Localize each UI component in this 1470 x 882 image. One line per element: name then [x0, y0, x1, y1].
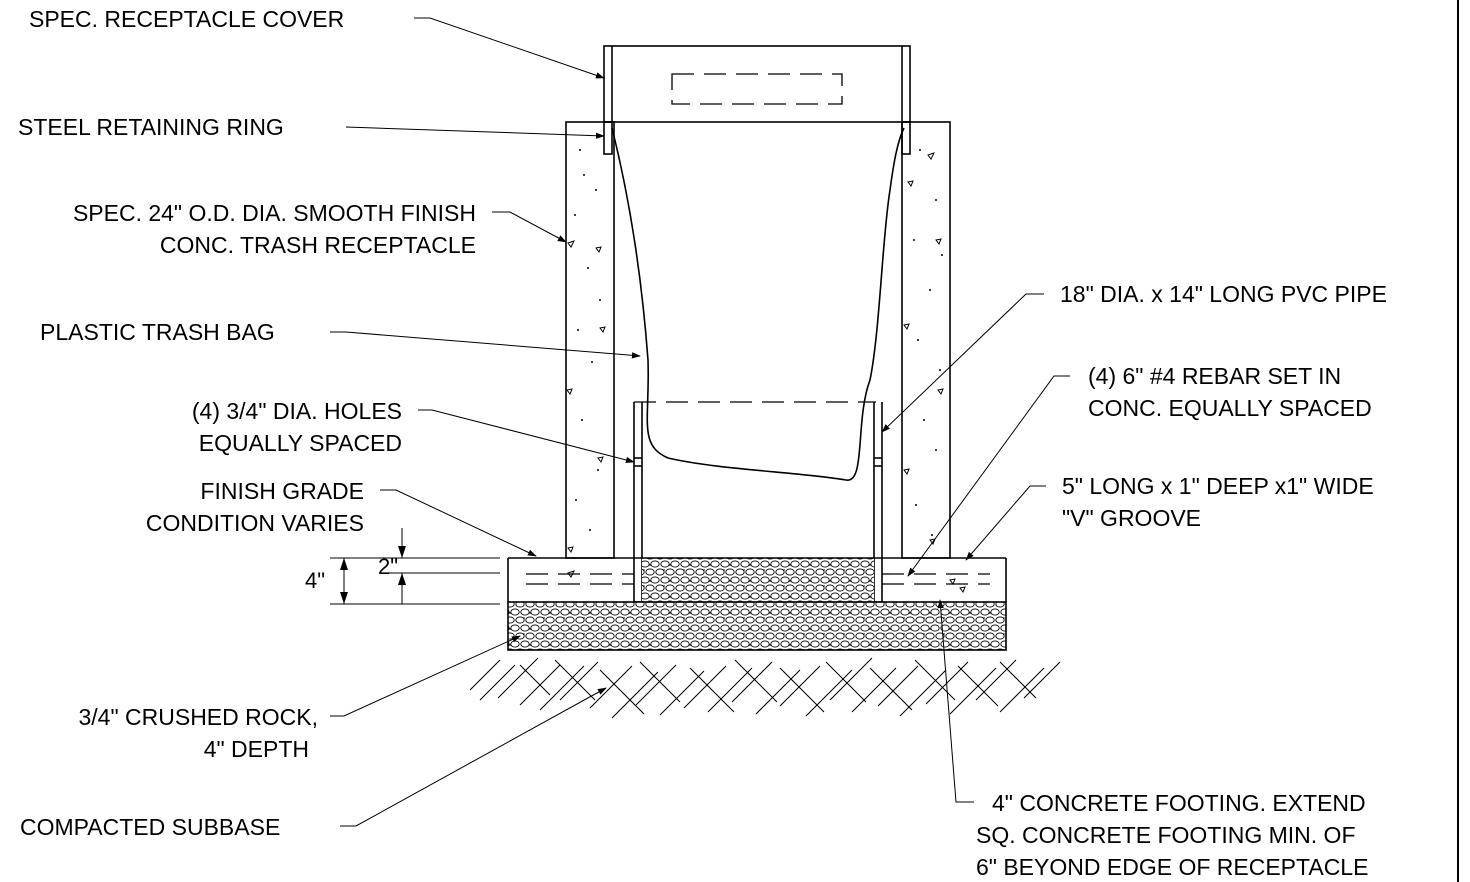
dimension-overall: 4" — [305, 568, 325, 593]
label-grade-line1: FINISH GRADE — [200, 478, 364, 504]
label-holes-line1: (4) 3/4" DIA. HOLES — [192, 398, 402, 424]
trash-bag — [611, 127, 905, 481]
concrete-stipple — [566, 149, 944, 554]
crushed-rock — [507, 558, 1007, 651]
label-rebar-line2: CONC. EQUALLY SPACED — [1088, 395, 1372, 421]
label-footing-line3: 6" BEYOND EDGE OF RECEPTACLE — [976, 854, 1368, 880]
label-subbase: COMPACTED SUBBASE — [20, 814, 280, 840]
label-groove-line2: "V" GROOVE — [1062, 505, 1201, 531]
label-retaining-ring: STEEL RETAINING RING — [18, 114, 284, 140]
label-receptacle-line2: CONC. TRASH RECEPTACLE — [160, 232, 476, 258]
dimension-groove: 2" — [378, 554, 398, 579]
label-groove-line1: 5" LONG x 1" DEEP x1" WIDE — [1062, 473, 1374, 499]
label-rock-line2: 4" DEPTH — [204, 736, 309, 762]
dimension-marks — [330, 528, 500, 605]
concrete-receptacle — [565, 121, 951, 559]
label-receptacle-line1: SPEC. 24" O.D. DIA. SMOOTH FINISH — [73, 200, 476, 226]
label-footing-line1: 4" CONCRETE FOOTING. EXTEND — [992, 790, 1366, 816]
concrete-footing — [507, 540, 1007, 602]
label-footing-line2: SQ. CONCRETE FOOTING MIN. OF — [976, 822, 1356, 848]
label-receptacle-cover: SPEC. RECEPTACLE COVER — [29, 6, 344, 32]
label-rebar-line1: (4) 6" #4 REBAR SET IN — [1088, 363, 1341, 389]
label-pvc-pipe: 18" DIA. x 14" LONG PVC PIPE — [1060, 281, 1387, 307]
label-rock-line1: 3/4" CRUSHED ROCK, — [79, 704, 319, 730]
receptacle-cover — [603, 45, 911, 123]
retaining-ring — [603, 121, 911, 155]
compacted-subbase — [469, 657, 1061, 719]
label-grade-line2: CONDITION VARIES — [146, 510, 364, 536]
label-holes-line2: EQUALLY SPACED — [199, 430, 402, 456]
leader-lines — [330, 17, 1070, 827]
label-trash-bag: PLASTIC TRASH BAG — [40, 319, 275, 345]
